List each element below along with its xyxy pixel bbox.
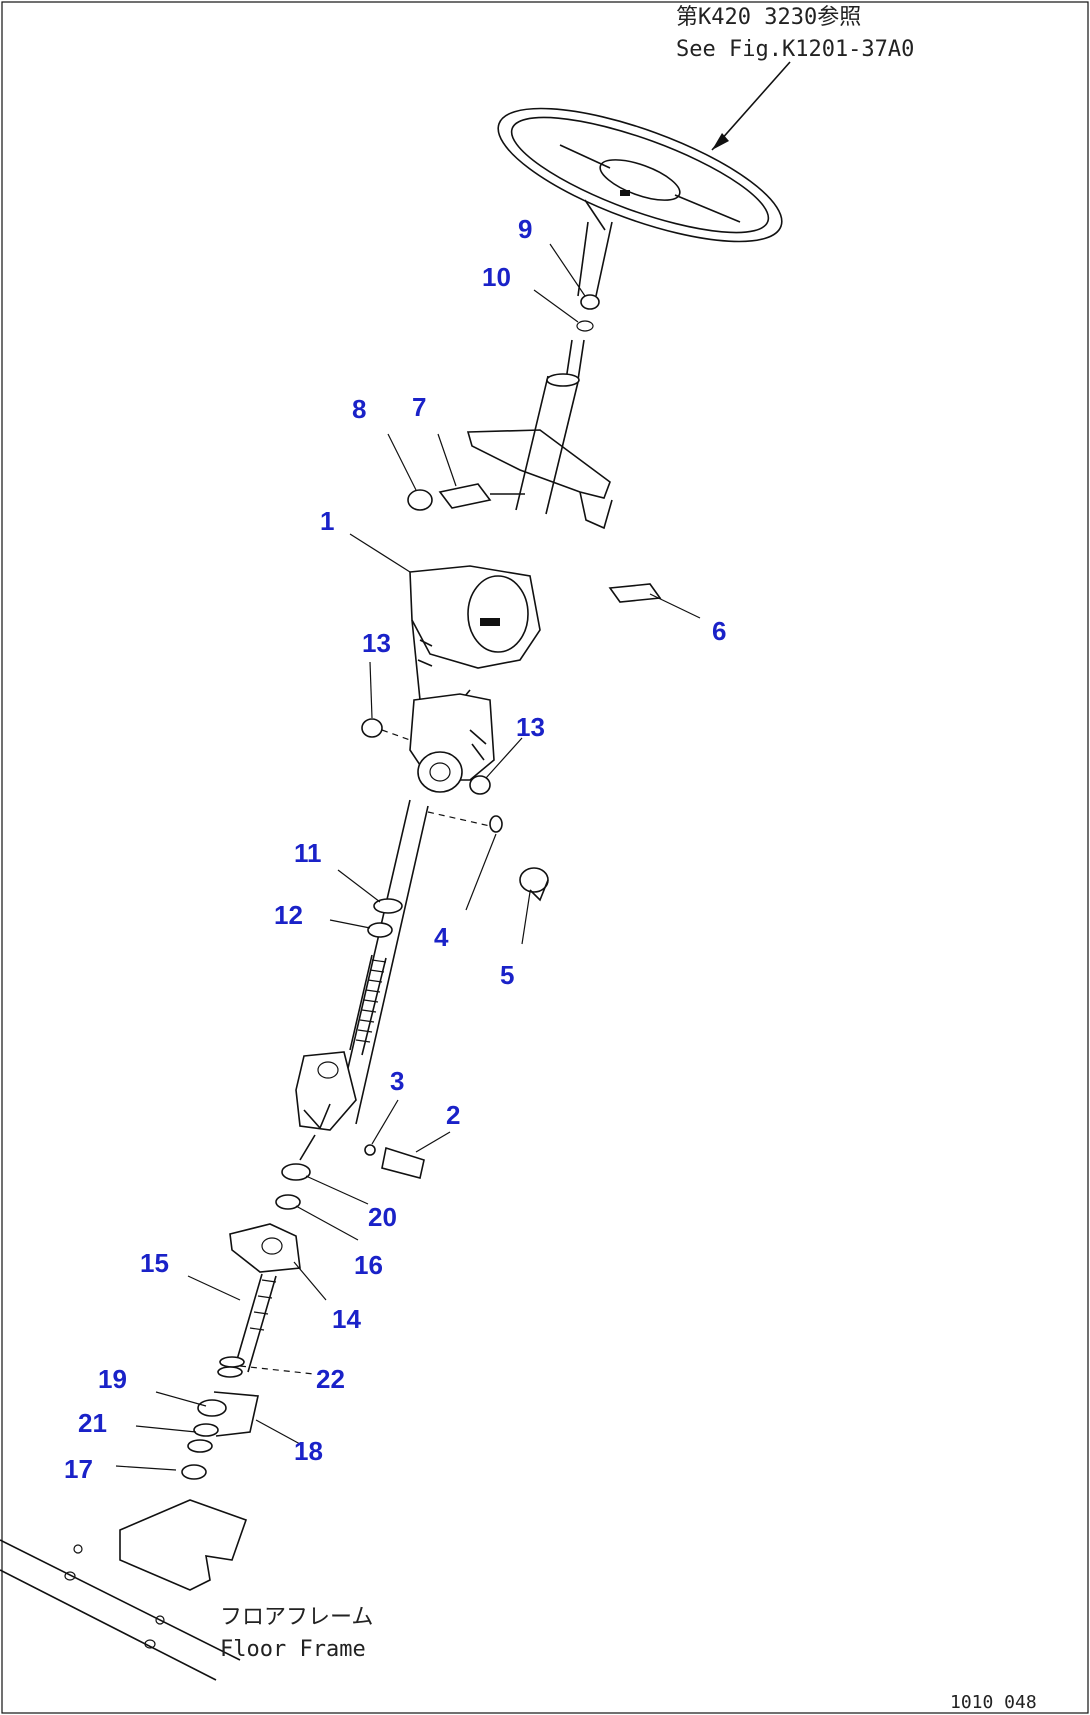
callout-10: 10 [482,262,511,292]
bolt-and-nut [364,1144,425,1179]
callout-12: 12 [274,900,303,930]
callout-2: 2 [446,1100,460,1130]
callout-14: 14 [332,1304,361,1334]
callout-5: 5 [500,960,514,990]
lower-shaft [233,1273,277,1373]
tilt-lever [407,483,525,511]
callout-3: 3 [390,1066,404,1096]
spring-seat [367,898,403,938]
ref-arrow-head [712,133,729,150]
coil-spring [349,954,387,1056]
callout-labels: 9 10 8 7 1 6 13 13 11 12 4 5 3 2 20 16 1… [64,214,726,1484]
callout-8: 8 [352,394,366,424]
ref-note-line2: See Fig.K1201-37A0 [676,37,914,62]
callout-18: 18 [294,1436,323,1466]
column-tube [515,373,580,515]
callout-20: 20 [368,1202,397,1232]
seal-washers [275,1134,316,1210]
ref-leader [711,61,791,151]
callout-1: 1 [320,506,334,536]
steering-wheel [497,107,783,243]
drawing-code: 1010 048 [950,1692,1037,1713]
floor-frame [0,1499,248,1681]
pin-and-bolt [427,811,549,902]
callout-19: 19 [98,1364,127,1394]
callout-16: 16 [354,1250,383,1280]
callout-13-right: 13 [516,712,545,742]
column-housing [409,565,541,722]
holder-bracket [229,1223,301,1273]
clip-part [608,583,662,603]
callout-13-left: 13 [362,628,391,658]
callout-21: 21 [78,1408,107,1438]
upper-shaft [565,221,613,381]
callout-7: 7 [412,392,426,422]
bracket-plate [466,429,613,530]
callout-9: 9 [518,214,532,244]
callout-11: 11 [294,838,322,868]
washer-stack [181,1356,259,1480]
frame-note-line2: Floor Frame [220,1637,366,1662]
ref-note-line1: 第K420 3230参照 [676,5,861,30]
universal-joint [295,1051,357,1131]
callout-22: 22 [316,1364,345,1394]
frame-note-line1: フロアフレーム [220,1605,373,1630]
callout-17: 17 [64,1454,93,1484]
callout-leaders [115,243,701,1471]
callout-4: 4 [434,922,449,952]
callout-6: 6 [712,616,726,646]
tilt-joint [361,693,495,795]
callout-15: 15 [140,1248,169,1278]
